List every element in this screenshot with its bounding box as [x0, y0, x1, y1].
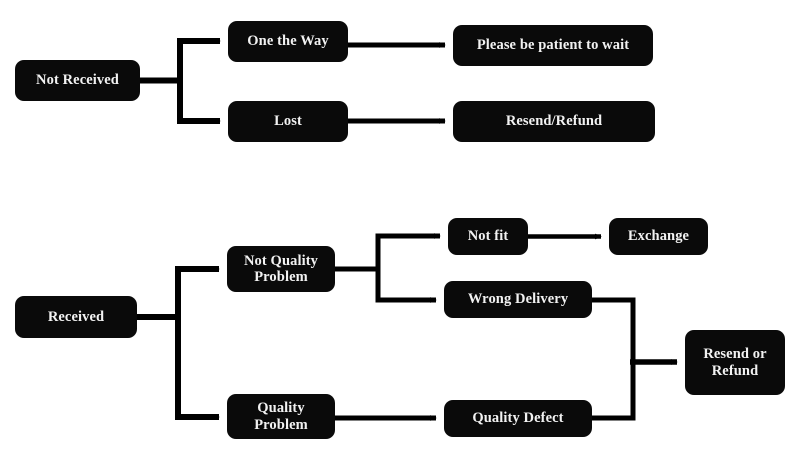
- node-exchange[interactable]: Exchange: [609, 218, 708, 255]
- node-please-be-patient-to-wait[interactable]: Please be patient to wait: [453, 25, 653, 66]
- node-quality-problem-line2: Problem: [254, 416, 308, 433]
- node-not-received-label: Not Received: [36, 72, 119, 89]
- node-quality-problem[interactable]: Quality Problem: [227, 394, 335, 439]
- node-not-received[interactable]: Not Received: [15, 60, 140, 101]
- node-not-quality-problem-line1: Not Quality: [243, 252, 318, 269]
- node-quality-problem-label: Quality Problem: [231, 400, 331, 432]
- node-not-quality-problem[interactable]: Not Quality Problem: [227, 246, 335, 292]
- node-received[interactable]: Received: [15, 296, 137, 338]
- node-wrong-delivery-label: Wrong Delivery: [467, 291, 569, 308]
- node-quality-defect-label: Quality Defect: [472, 410, 564, 427]
- node-not-quality-problem-line2: Problem: [254, 269, 308, 285]
- node-resend-or-refund-line1: Resend or: [703, 346, 767, 363]
- node-exchange-label: Exchange: [627, 228, 690, 245]
- node-resend-or-refund-label: Resend or Refund: [689, 346, 781, 378]
- node-please-be-patient-to-wait-label: Please be patient to wait: [476, 37, 630, 54]
- node-resend-slash-refund-label: Resend/Refund: [505, 113, 603, 130]
- node-resend-or-refund[interactable]: Resend or Refund: [685, 330, 785, 395]
- node-resend-or-refund-line2: Refund: [711, 362, 759, 379]
- node-one-the-way[interactable]: One the Way: [228, 21, 348, 62]
- node-one-the-way-label: One the Way: [247, 33, 329, 50]
- connector-wrong-delivery-to-merge: [592, 297, 636, 362]
- node-wrong-delivery[interactable]: Wrong Delivery: [444, 281, 592, 318]
- node-quality-defect[interactable]: Quality Defect: [444, 400, 592, 437]
- node-not-quality-problem-label: Not Quality Problem: [231, 253, 331, 285]
- node-resend-slash-refund[interactable]: Resend/Refund: [453, 101, 655, 142]
- node-not-fit[interactable]: Not fit: [448, 218, 528, 255]
- node-not-fit-label: Not fit: [467, 228, 509, 245]
- connector-quality-defect-to-merge: [592, 362, 636, 421]
- node-lost-label: Lost: [274, 113, 302, 130]
- node-received-label: Received: [47, 308, 105, 325]
- node-quality-problem-line1: Quality: [257, 400, 305, 417]
- node-lost[interactable]: Lost: [228, 101, 348, 142]
